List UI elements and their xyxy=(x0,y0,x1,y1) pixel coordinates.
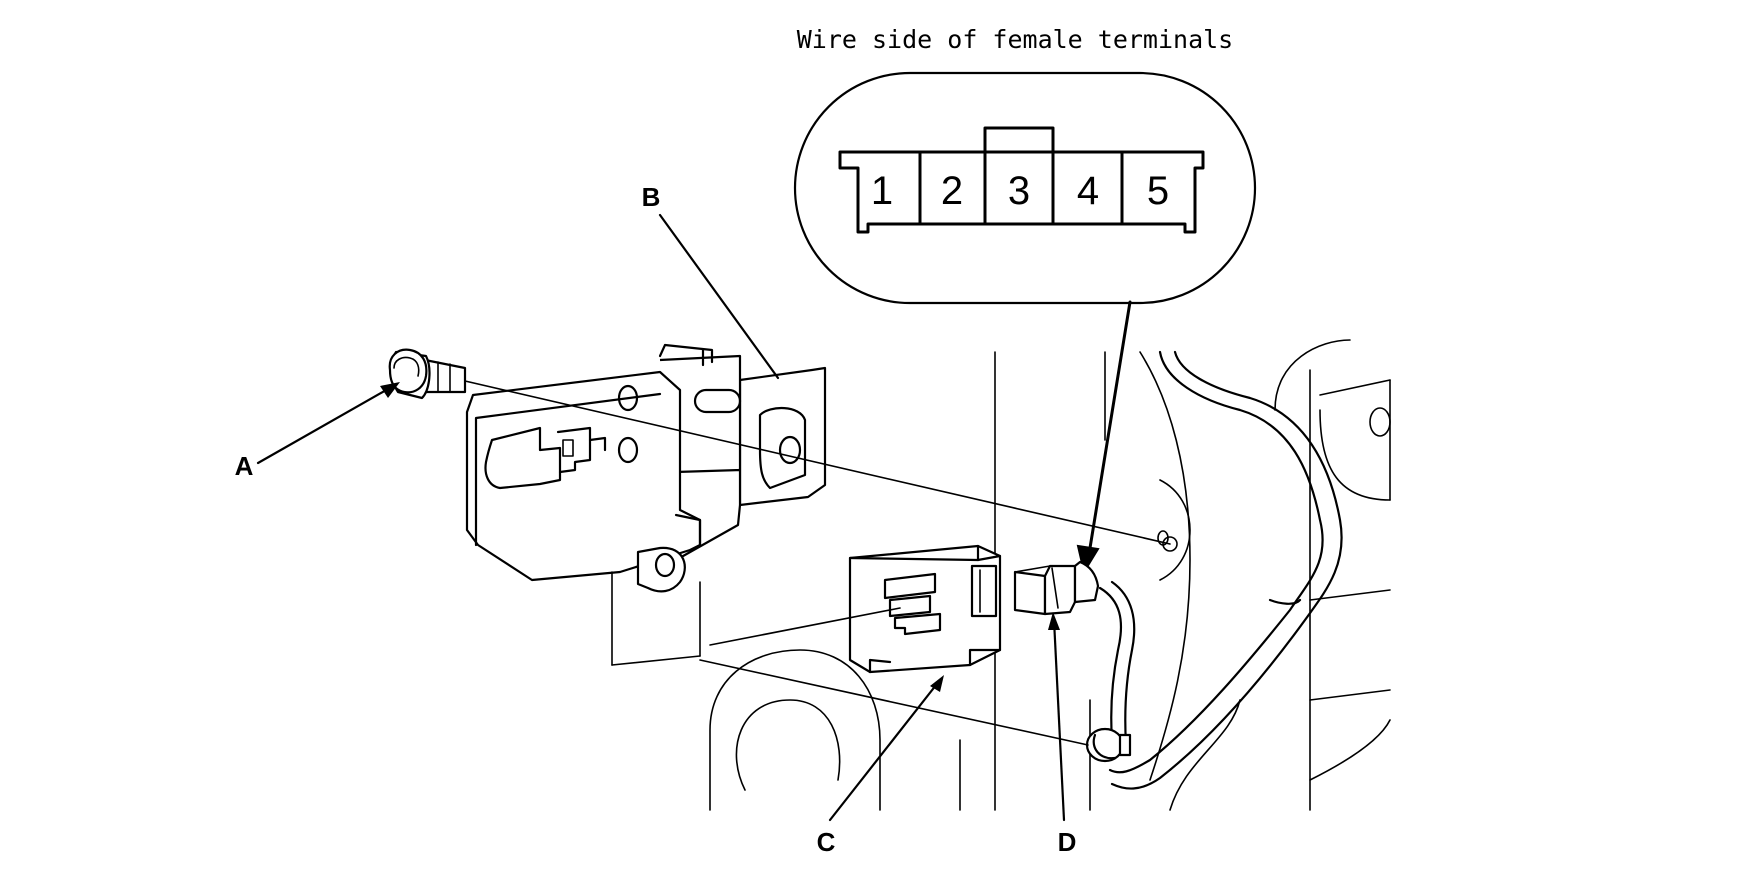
pin-5-label: 5 xyxy=(1147,169,1169,213)
callout-b-label: B xyxy=(642,182,661,212)
harness-connector-d xyxy=(1013,560,1100,616)
callout-b: B xyxy=(642,182,780,380)
relay-c xyxy=(848,544,1002,674)
vehicle-body-background xyxy=(709,339,1391,811)
detail-pointer-arrow xyxy=(1076,300,1132,575)
bolt-a xyxy=(388,348,467,400)
callout-d-label: D xyxy=(1058,827,1077,857)
pin-3-label: 3 xyxy=(1008,169,1030,213)
wire-harness xyxy=(1085,350,1343,790)
bracket-b xyxy=(465,343,827,593)
connector-caption: Wire side of female terminals xyxy=(797,25,1234,54)
connector-detail-bubble: 1 2 3 4 5 xyxy=(793,71,1257,305)
callout-c-label: C xyxy=(817,827,836,857)
pin-4-label: 4 xyxy=(1077,169,1099,213)
callout-d: D xyxy=(1048,612,1076,857)
callout-a: A xyxy=(235,382,400,481)
pin-1-label: 1 xyxy=(871,169,893,213)
callout-c: C xyxy=(817,675,944,857)
callout-a-label: A xyxy=(235,451,254,481)
alignment-lines xyxy=(464,380,1178,746)
pin-2-label: 2 xyxy=(941,169,963,213)
